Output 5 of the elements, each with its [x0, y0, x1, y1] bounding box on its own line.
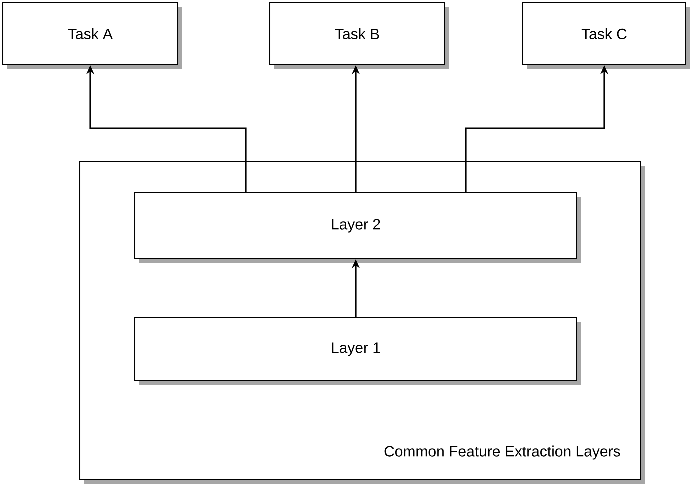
task-box: Task C	[522, 2, 690, 69]
task-box: Task B	[270, 2, 449, 69]
layer-box: Layer 2	[134, 192, 581, 263]
layer-box: Layer 1	[134, 318, 581, 385]
task-box: Task A	[2, 2, 182, 69]
